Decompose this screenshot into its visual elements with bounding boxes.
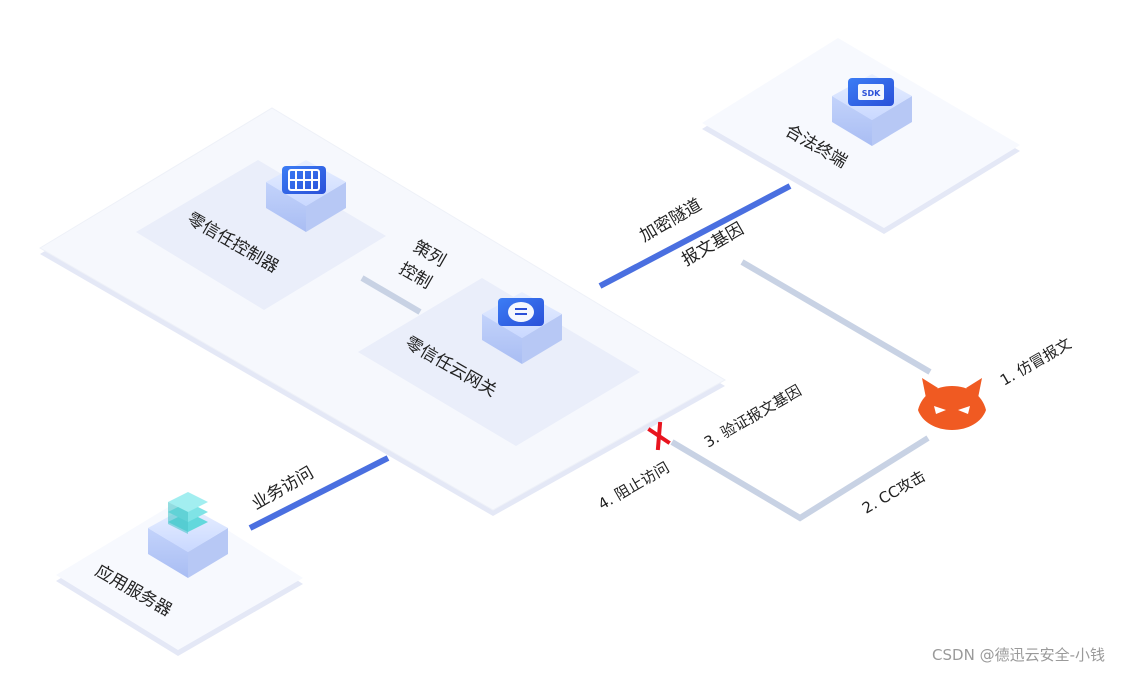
attack-step-1: 1. 仿冒报文 <box>997 334 1074 389</box>
main-platform <box>40 108 725 516</box>
attack-step-3: 3. 验证报文基因 <box>701 381 804 451</box>
csdn-watermark: CSDN @德迅云安全-小钱 <box>932 644 1105 665</box>
business-label: 业务访问 <box>249 463 318 514</box>
sdk-label: SDK <box>862 89 881 98</box>
sdk-icon: SDK <box>858 84 884 100</box>
attack-step-4: 4. 阻止访问 <box>595 458 672 513</box>
attacker-cat-icon <box>918 378 986 430</box>
block-x-icon <box>650 424 668 448</box>
cloud-icon <box>508 302 534 322</box>
gene-link <box>742 262 930 372</box>
